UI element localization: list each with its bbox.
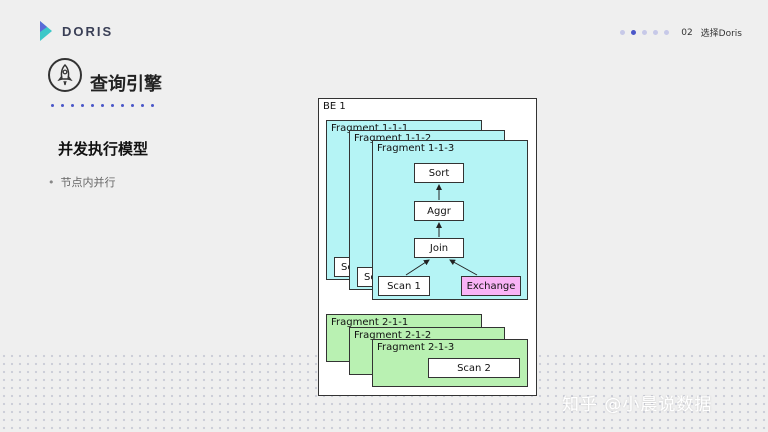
fragment-label: Fragment 2-1-2 xyxy=(354,330,432,341)
scan-2-node: Scan 2 xyxy=(428,358,520,378)
fragment-label: Fragment 2-1-1 xyxy=(331,317,409,328)
nav-dot-4[interactable] xyxy=(653,30,659,35)
page-subtitle: 选择Doris xyxy=(700,29,742,39)
fragment-label: Fragment 1-1-3 xyxy=(377,143,455,154)
fragment-label: Fragment 1-1-1 xyxy=(331,123,409,134)
sub-heading: 并发执行模型 xyxy=(58,140,149,158)
join-node: Join xyxy=(414,238,464,258)
nav-dot-3[interactable] xyxy=(642,30,648,35)
brand-name: DORIS xyxy=(62,23,114,39)
bullet-item: 节点内并行 xyxy=(48,174,116,190)
fragment-label: Fragment 2-1-3 xyxy=(377,342,455,353)
fragment-1-1-3: Fragment 1-1-3 Sort Aggr Join Scan 1 Exc… xyxy=(372,140,528,300)
doris-logo-icon xyxy=(40,21,52,41)
brand-logo: DORIS xyxy=(38,20,113,42)
dataflow-arrows xyxy=(405,184,478,276)
aggr-node: Aggr xyxy=(414,201,464,221)
section-title: 查询引擎 xyxy=(90,74,162,95)
execution-diagram: BE 1 Fragment 1-1-1 Sc Fragment 1-1-2 Sc… xyxy=(318,98,537,396)
sort-node: Sort xyxy=(414,163,464,183)
be-label: BE 1 xyxy=(323,101,346,112)
fragment-2-1-3: Fragment 2-1-3 Scan 2 xyxy=(372,339,528,387)
rocket-icon xyxy=(48,58,82,92)
nav-dot-2[interactable] xyxy=(631,30,637,35)
page-number: 02 xyxy=(681,27,693,38)
exchange-node: Exchange xyxy=(461,276,521,296)
nav-dot-1[interactable] xyxy=(620,30,626,35)
fragment-label: Fragment 1-1-2 xyxy=(354,133,432,144)
title-underline-dots xyxy=(51,104,161,107)
watermark: 知乎 @小晨说数据 xyxy=(562,395,713,415)
nav-dot-5[interactable] xyxy=(664,30,670,35)
scan-1-node: Scan 1 xyxy=(378,276,430,296)
page-navigation: 02 选择Doris xyxy=(620,26,742,39)
